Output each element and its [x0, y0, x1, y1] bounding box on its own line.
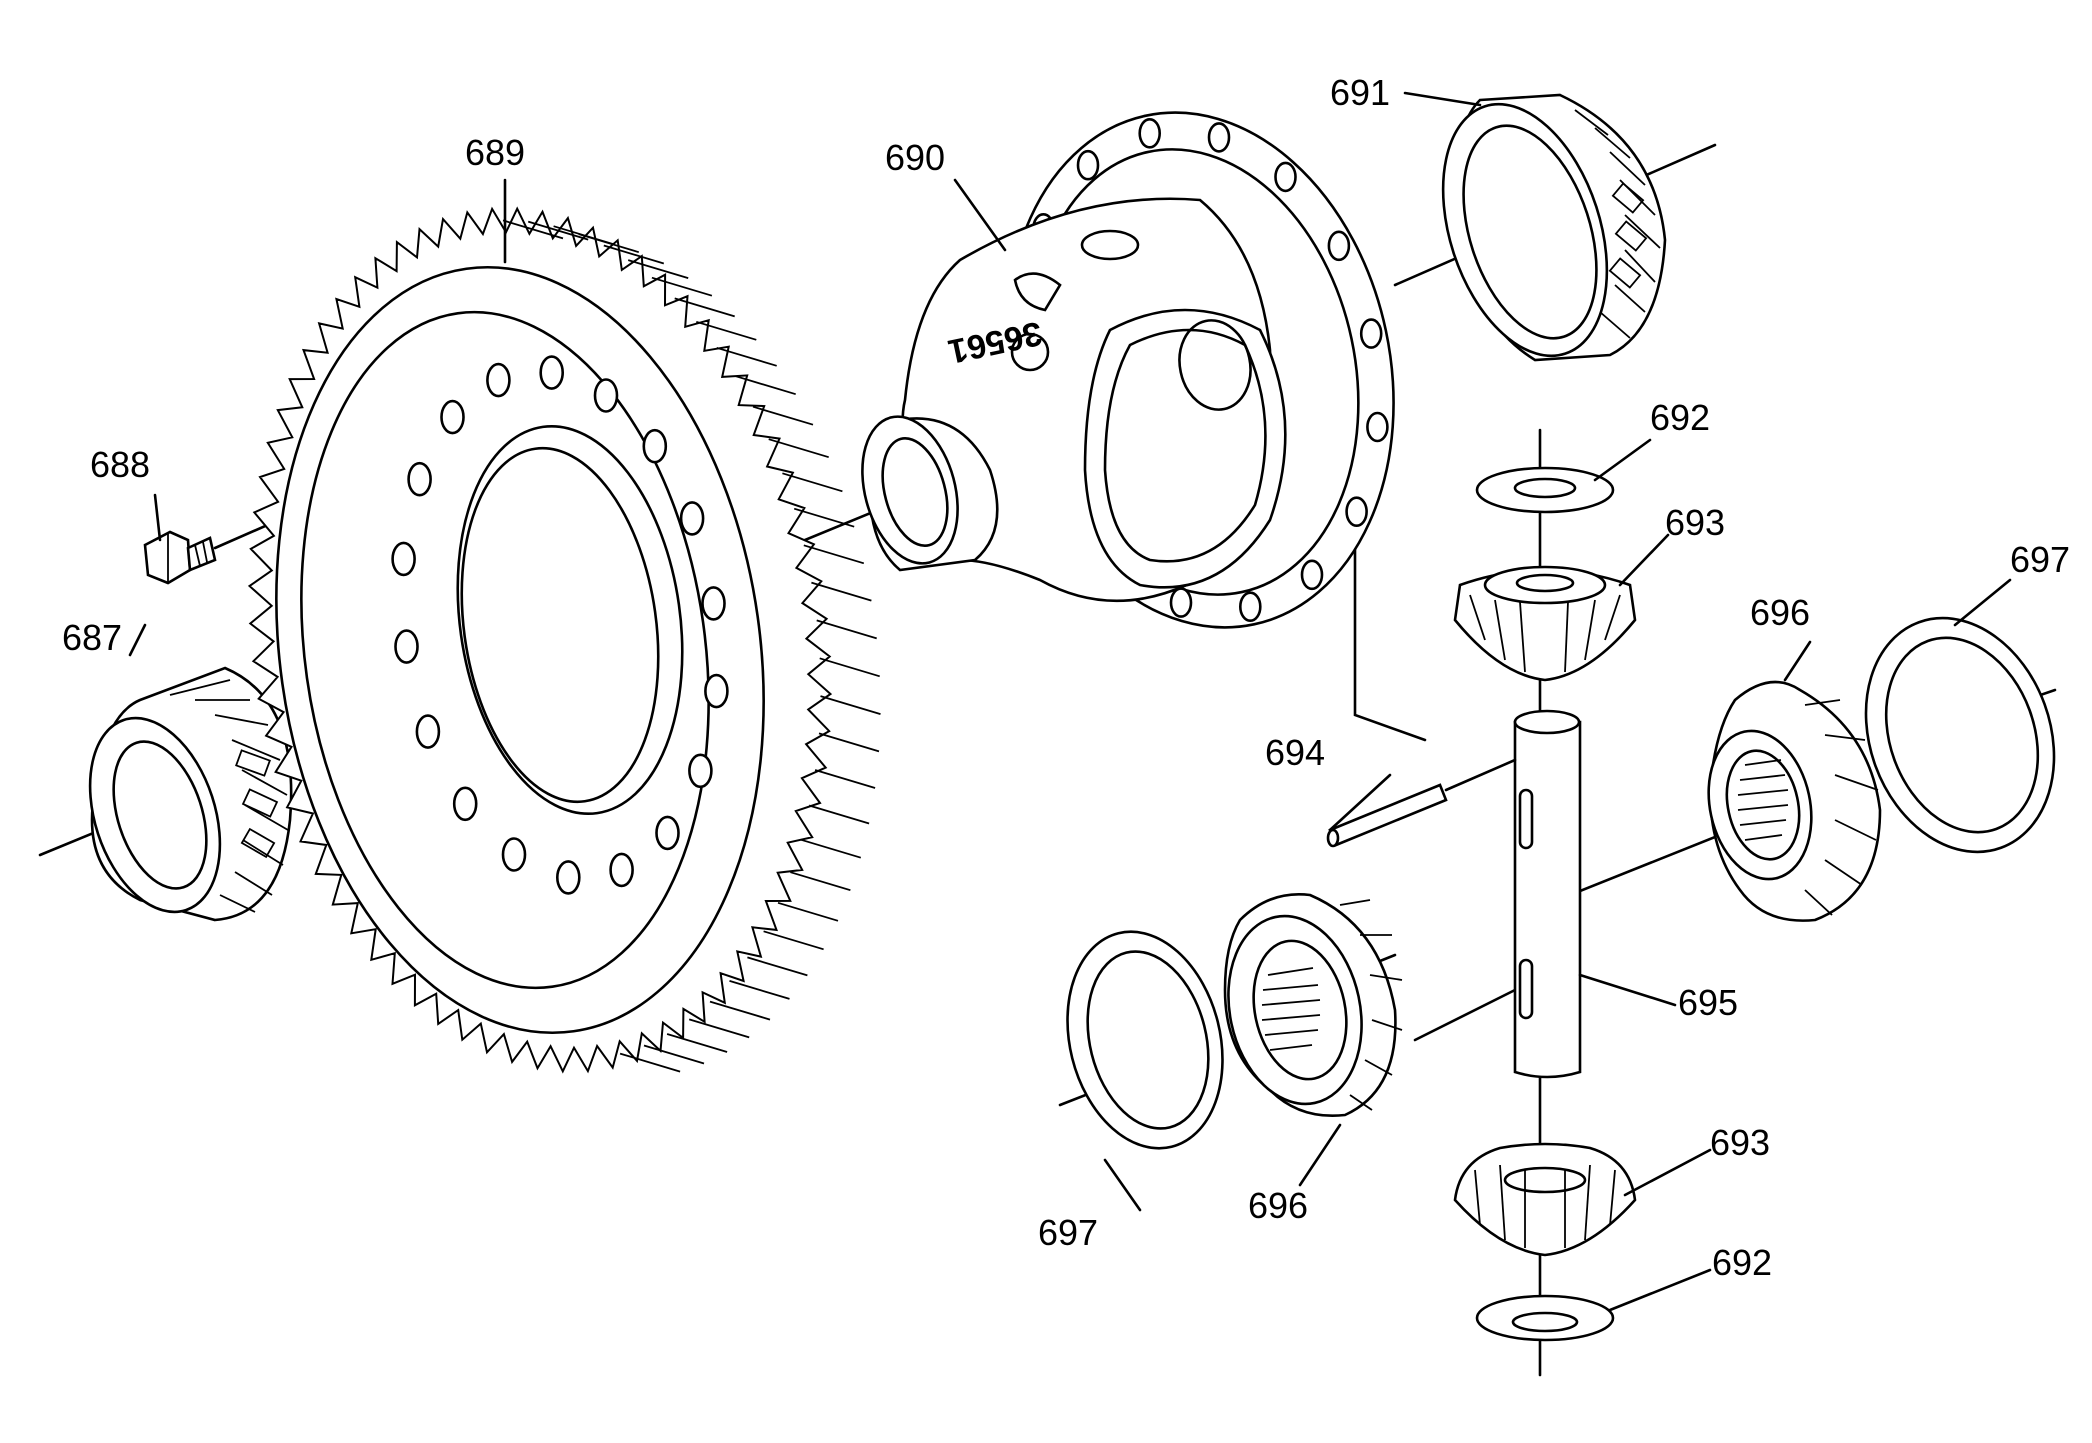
ring-gear-tooth-face — [747, 956, 808, 977]
ring-gear-tooth-face — [814, 769, 876, 789]
case-flange-bolt-hole — [1239, 591, 1262, 623]
side-gear-696-right — [1707, 680, 1882, 922]
ring-gear-bolt-hole — [555, 860, 581, 895]
ring-gear-tooth-face — [763, 930, 824, 951]
ring-gear-tooth-face — [709, 1000, 771, 1021]
callout-696-right: 696 — [1750, 592, 1810, 633]
ring-gear-tooth-face — [651, 276, 713, 297]
ring-gear-bolt-hole — [642, 428, 668, 464]
ring-gear-tooth-face — [790, 871, 851, 892]
bearing-687 — [88, 666, 293, 922]
ring-gear-tooth-face — [793, 507, 855, 528]
ring-gear-bolt-hole — [609, 852, 634, 888]
ring-gear-tooth-face — [603, 244, 665, 265]
callout-695: 695 — [1678, 982, 1738, 1023]
ring-gear-tooth-face — [768, 438, 829, 459]
ring-gear-tooth-face — [820, 695, 881, 715]
callout-694: 694 — [1265, 732, 1325, 773]
case-flange-bolt-hole — [1076, 149, 1100, 181]
thrust-washer-697-left — [1066, 930, 1224, 1150]
ring-gear-tooth-face — [578, 233, 640, 254]
ring-gear-tooth-face — [716, 346, 777, 367]
ring-gear-tooth-face — [816, 619, 877, 640]
ring-gear-bolt-hole — [655, 815, 680, 851]
ring-gear-tooth-face — [666, 1033, 728, 1053]
ring-gear-tooth-face — [803, 544, 865, 565]
ring-gear-tooth-face — [527, 220, 589, 241]
ring-gear-bolt-hole — [593, 378, 619, 413]
callout-697-left: 697 — [1038, 1212, 1098, 1253]
callout-690: 690 — [885, 137, 945, 178]
callout-693-bottom: 693 — [1710, 1122, 1770, 1163]
ring-gear-tooth-face — [800, 838, 862, 859]
ring-gear-tooth-face — [819, 657, 880, 678]
callout-697-right: 697 — [2010, 539, 2070, 580]
ring-gear-tooth-face — [627, 259, 689, 279]
ring-gear-689 — [247, 206, 881, 1074]
case-flange-bolt-hole — [1327, 230, 1351, 262]
side-gear-696-left — [1223, 893, 1403, 1117]
ring-gear-tooth-face — [674, 297, 735, 318]
callout-labels: 687 688 689 690 691 692 693 694 695 696 … — [62, 72, 2070, 1283]
bearing-691 — [1441, 93, 1667, 362]
case-flange-bolt-hole — [1207, 122, 1231, 153]
callout-693-top: 693 — [1665, 502, 1725, 543]
callout-691: 691 — [1330, 72, 1390, 113]
callout-692-top: 692 — [1650, 397, 1710, 438]
case-flange-bolt-hole — [1366, 411, 1389, 443]
leader-lines — [128, 91, 2012, 1312]
callout-696-left: 696 — [1248, 1185, 1308, 1226]
ring-gear-tooth-face — [729, 980, 790, 1000]
thrust-washer-697-right — [1864, 616, 2056, 854]
callout-689: 689 — [465, 132, 525, 173]
ring-gear-tooth-face — [777, 901, 839, 922]
case-flange-bolt-hole — [1345, 496, 1368, 528]
ring-gear-tooth-face — [643, 1044, 705, 1065]
ring-gear-bolt-hole — [501, 837, 527, 872]
ring-gear-bolt-hole — [701, 586, 726, 621]
thrust-washer-692-top — [1475, 466, 1615, 514]
ring-gear-bolt-hole — [486, 362, 511, 398]
ring-gear-bolt-hole — [452, 786, 478, 822]
pinion-gear-693-top — [1453, 565, 1637, 682]
pinion-shaft-695 — [1513, 709, 1582, 1079]
lock-pin-694 — [1326, 758, 1517, 848]
ring-gear-tooth-face — [818, 732, 880, 753]
callout-688: 688 — [90, 444, 150, 485]
case-flange-bolt-hole — [1300, 559, 1324, 591]
pinion-gear-693-bottom — [1453, 1142, 1637, 1257]
case-flange-bolt-hole — [1359, 318, 1383, 349]
ring-gear-tooth-face — [502, 219, 564, 240]
ring-gear-bolt-hole — [415, 714, 441, 749]
thrust-washer-692-bottom — [1475, 1294, 1615, 1342]
ring-gear-bolt-hole — [688, 753, 713, 789]
differential-case-690: 36561 — [861, 111, 1395, 629]
callout-687: 687 — [62, 617, 122, 658]
ring-gear-tooth-face — [688, 1018, 750, 1039]
ring-gear-bolt-hole — [440, 399, 465, 435]
ring-gear-tooth-face — [696, 320, 757, 341]
callout-692-bottom: 692 — [1712, 1242, 1772, 1283]
ring-gear-tooth-face — [735, 375, 796, 396]
ring-gear-tooth-face — [752, 405, 814, 426]
ring-gear-bolt-hole — [704, 673, 729, 709]
case-flange-bolt-hole — [1274, 161, 1297, 193]
case-flange-bolt-hole — [1169, 587, 1193, 618]
ring-gear-tooth-face — [782, 472, 843, 493]
case-flange-bolt-hole — [1138, 118, 1161, 149]
ring-gear-tooth-face — [619, 1052, 681, 1073]
ring-gear-bolt-hole — [407, 461, 432, 497]
ring-gear-tooth-face — [811, 581, 872, 602]
ring-gear-tooth-face — [808, 804, 870, 825]
ring-gear-bolt-hole — [539, 355, 565, 390]
ring-gear-bolt-hole — [391, 541, 416, 577]
ring-gear-bolt-hole — [679, 501, 705, 536]
ring-gear-bolt-hole — [394, 629, 419, 664]
